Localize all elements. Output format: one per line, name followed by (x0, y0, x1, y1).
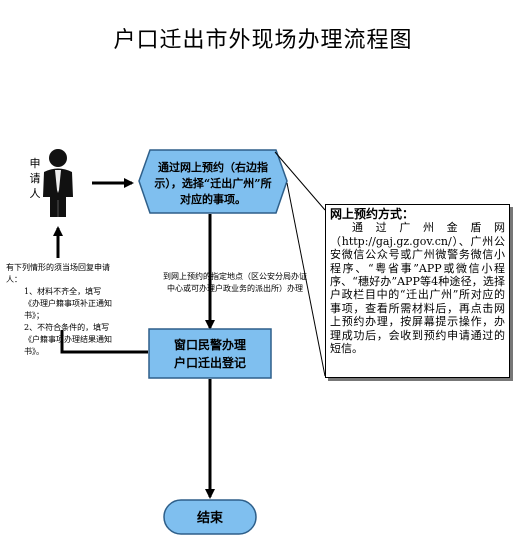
rejection-note-item-2: 2、不符合条件的，填写《户籍事项办理结果通知书》。 (24, 323, 112, 356)
booking-methods-body: 通过广州金盾网（http://gaj.gz.gov.cn/）、广州公安微信公众号… (330, 221, 505, 356)
end-node (163, 499, 257, 535)
window-text-line-1: 窗口民警办理 (173, 338, 246, 352)
end-text: 结束 (196, 511, 223, 526)
callout-line-top (274, 151, 326, 211)
applicant-label: 申请人 (29, 157, 41, 200)
rejection-note-intro: 有下列情形的须当场回复申请人： (6, 263, 110, 284)
online-booking-node (138, 149, 288, 214)
page-title: 户口迁出市外现场办理流程图 (113, 28, 413, 53)
window-text-line-2: 户口迁出登记 (173, 356, 246, 370)
rejection-note-item-1: 1、材料不齐全，填写《办理户籍事项补正通知书》； (24, 287, 112, 320)
callout-line-bottom (286, 182, 326, 377)
window-registration-node (148, 328, 272, 379)
arrow-return-to-applicant (60, 330, 148, 354)
booking-methods-heading: 网上预约方式： (330, 207, 415, 221)
booking-methods-box: 网上预约方式： 通过广州金盾网（http://gaj.gz.gov.cn/）、广… (325, 204, 510, 378)
rejection-note: 有下列情形的须当场回复申请人： 1、材料不齐全，填写《办理户籍事项补正通知书》；… (6, 262, 116, 358)
venue-instruction-label: 到网上预约的指定地点（区公安分局办证中心或可办理户政业务的派出所）办理 (163, 272, 307, 293)
person-icon (43, 149, 73, 217)
window-registration-text: 窗口民警办理 户口迁出登记 (150, 336, 270, 372)
online-booking-text: 通过网上预约（右边指示），选择“迁出广州”所对应的事项。 (154, 161, 272, 206)
